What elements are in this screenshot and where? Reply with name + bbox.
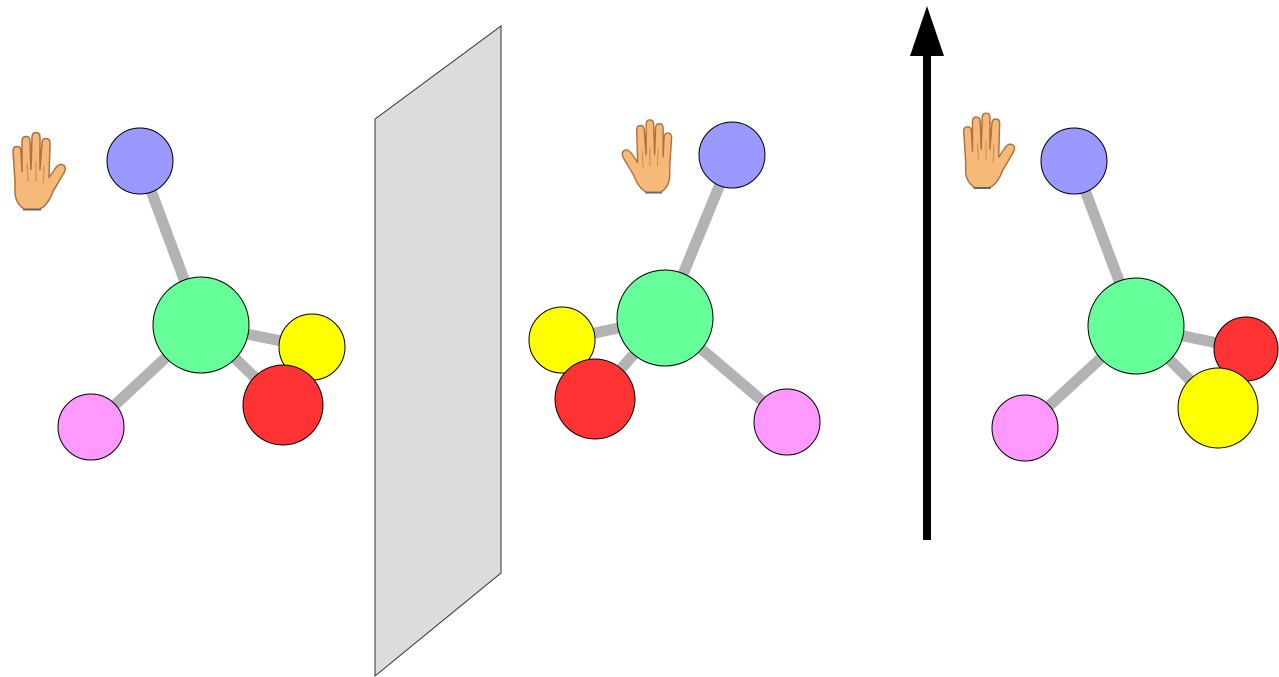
atom-pink [57, 393, 125, 461]
atom-center [1087, 277, 1185, 375]
hand-icon [962, 112, 1016, 189]
atom-center [152, 276, 250, 374]
molecule-original [11, 127, 346, 461]
molecule-rotated [962, 112, 1279, 462]
hand-icon [11, 131, 67, 211]
atom-yellow [1177, 367, 1259, 449]
atom-blue [698, 121, 766, 189]
molecule-mirror-image [528, 118, 821, 456]
mirror-plane [374, 25, 502, 677]
atom-center [616, 269, 714, 367]
hand-icon [621, 118, 673, 194]
atom-red [554, 358, 636, 440]
atom-pink [753, 388, 821, 456]
atom-yellow [528, 306, 596, 374]
atom-blue [1040, 127, 1108, 195]
up-arrow-icon [910, 6, 944, 540]
atom-blue [106, 127, 174, 195]
atom-red [242, 364, 324, 446]
atom-pink [991, 394, 1059, 462]
